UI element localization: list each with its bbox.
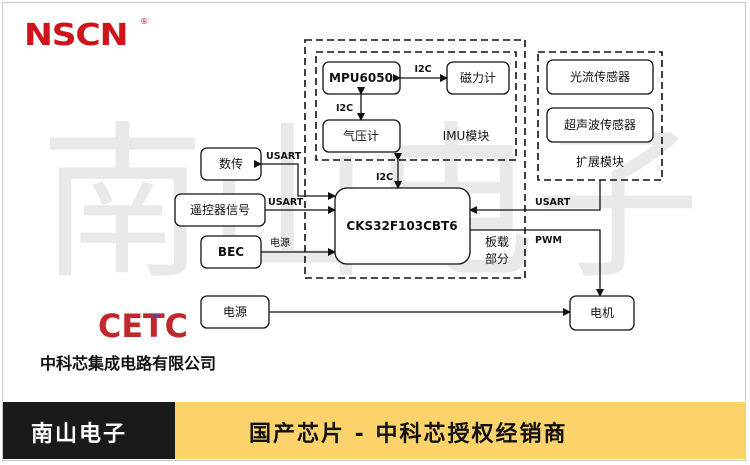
mcu-label: CKS32F103CBT6: [346, 219, 457, 233]
footer-left-text: 南山电子: [31, 422, 128, 447]
board-group-outline: [304, 39, 526, 279]
page-frame: [2, 2, 746, 461]
registered-mark: ®: [140, 17, 148, 26]
usart-datalink-connector: [254, 160, 336, 200]
pwm-label: PWM: [535, 235, 562, 246]
motor-label: 电机: [590, 306, 614, 320]
bec-label: BEC: [218, 245, 244, 259]
cetc-logo-text: CETC: [98, 308, 188, 342]
board-group-label-2: 部分: [485, 251, 509, 266]
imu-group-label: IMU模块: [443, 129, 490, 143]
magnetometer-label: 磁力计: [460, 70, 496, 85]
barometer-label: 气压计: [343, 128, 379, 143]
i2c-imu-mcu-label: I2C: [376, 172, 393, 183]
ultrasonic-label: 超声波传感器: [564, 117, 636, 132]
mpu6050-label: MPU6050: [329, 71, 393, 85]
i2c-mpu-mag-label: I2C: [414, 64, 431, 75]
ultrasonic-block: [546, 107, 654, 143]
i2c-mpu-baro-label: I2C: [336, 103, 353, 114]
imu-group-outline: [315, 51, 517, 161]
cetc-logo-accent: [152, 314, 159, 317]
board-group-label-1: 板载: [485, 235, 509, 249]
company-name: 中科芯集成电路有限公司: [40, 354, 217, 373]
usart-datalink-label: USART: [266, 151, 302, 162]
footer-dark-panel: 南山电子: [3, 402, 175, 459]
usart-ext-label: USART: [535, 197, 571, 208]
footer-banner: 南山电子 国产芯片 - 中科芯授权经销商: [3, 402, 746, 459]
cetc-logo: CETC: [98, 308, 188, 342]
datalink-label: 数传: [219, 156, 243, 171]
footer-right-text: 国产芯片 - 中科芯授权经销商: [249, 422, 568, 447]
rc-signal-label: 遥控器信号: [190, 203, 250, 217]
usart-rc-label: USART: [268, 197, 304, 208]
nscn-logo: NSCN: [24, 18, 128, 53]
usart-ext-connector: [469, 180, 601, 214]
optical-flow-label: 光流传感器: [570, 69, 630, 84]
pwm-connector: [470, 229, 604, 297]
power-bec-label: 电源: [270, 236, 290, 249]
mcu-block: [334, 187, 471, 265]
optical-flow-block: [546, 59, 654, 95]
ext-group-label: 扩展模块: [576, 155, 624, 169]
power-label: 电源: [223, 305, 247, 319]
